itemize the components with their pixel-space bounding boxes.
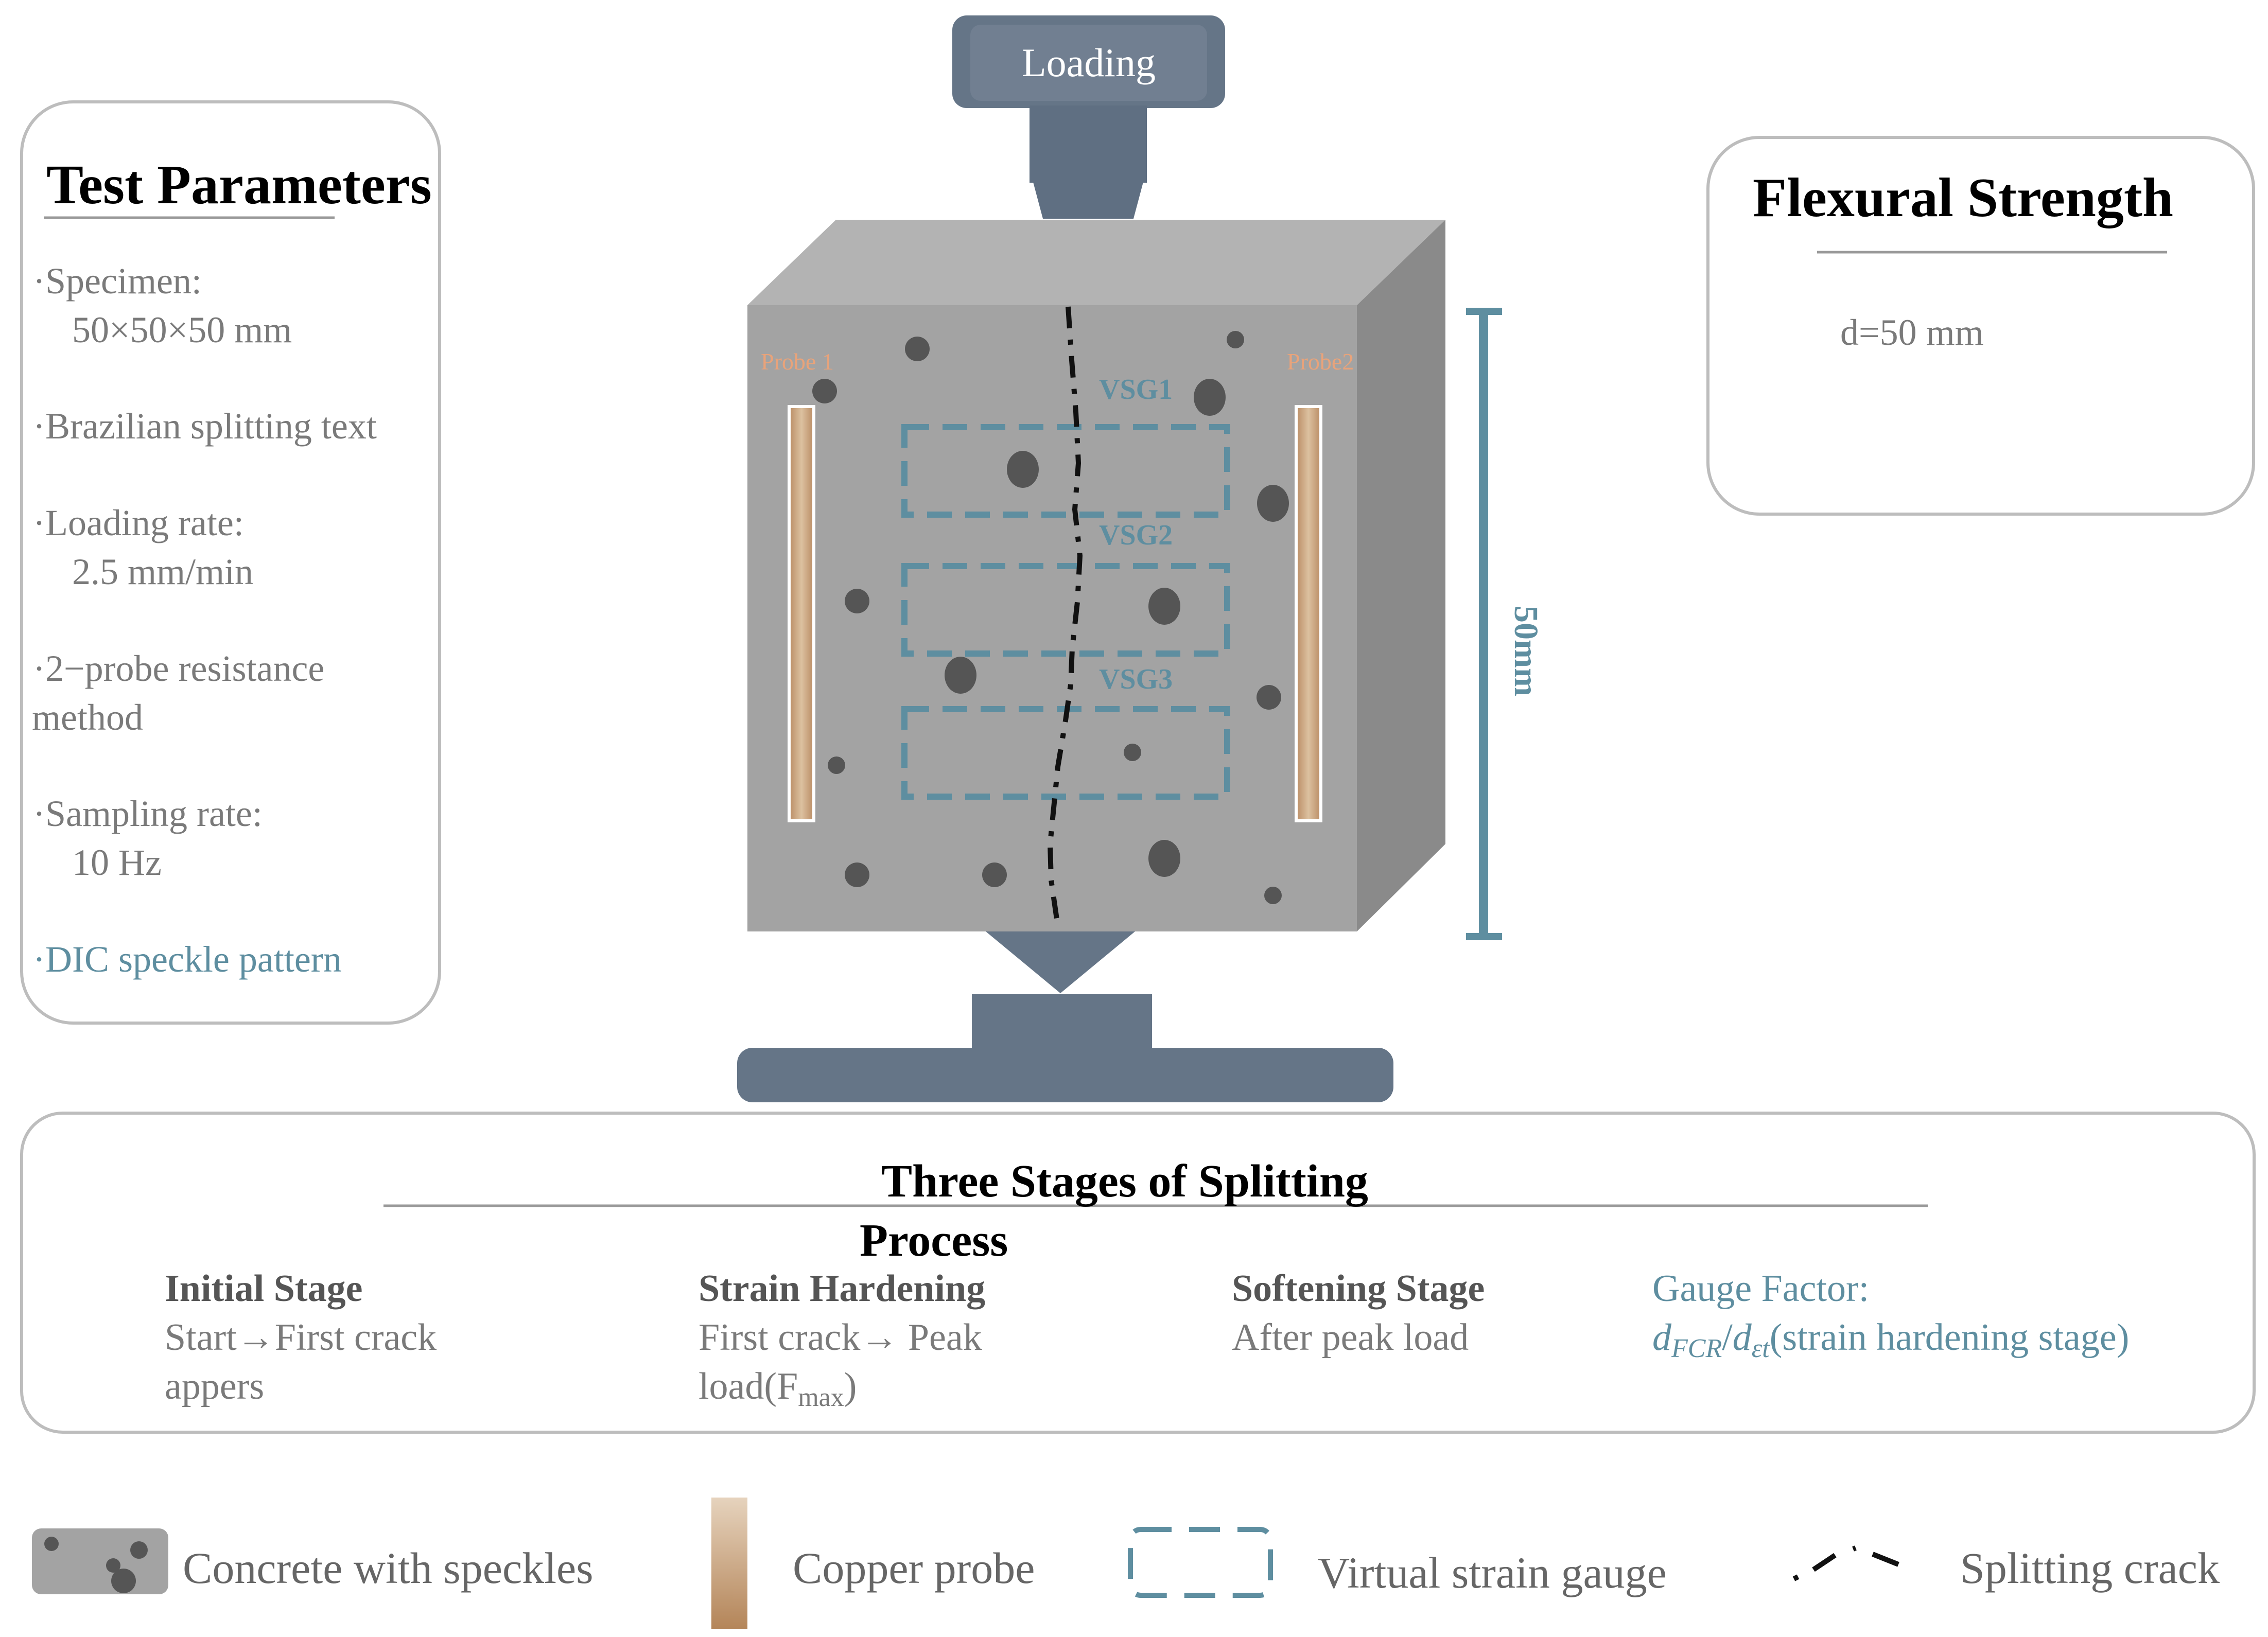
speckle — [1227, 331, 1244, 348]
support-base — [737, 931, 1393, 1102]
virtual-strain-gauges — [901, 424, 1230, 800]
softening-stage-line1: After peak load — [1232, 1316, 1469, 1359]
speckle — [1257, 485, 1289, 522]
speckle — [982, 862, 1007, 887]
legend-concrete-label: Concrete with speckles — [183, 1543, 594, 1593]
param-loading-rate: ·Loading rate: — [33, 502, 244, 543]
vsg1-label: VSG1 — [1099, 374, 1173, 406]
legend-vsg-swatch — [1128, 1527, 1273, 1598]
legend-copper-label: Copper probe — [793, 1543, 1035, 1593]
speckle — [845, 862, 869, 887]
speckles — [812, 331, 1289, 904]
speckle — [1257, 685, 1281, 710]
vsg3-label: VSG3 — [1099, 663, 1173, 695]
specimen-top-face — [747, 220, 1445, 305]
param-dic: ·DIC speckle pattern — [33, 939, 342, 980]
flexural-strength-panel: Flexural Strength d=50 mm — [1706, 136, 2255, 516]
legend: Concrete with speckles Copper probe Virt… — [32, 1498, 2220, 1629]
stages-title-line2: Process — [860, 1215, 1008, 1266]
speckle — [1124, 744, 1141, 761]
flexural-strength-value: d=50 mm — [1840, 312, 1984, 353]
vsg1-box — [901, 424, 1230, 518]
legend-concrete-swatch — [32, 1528, 168, 1594]
stages-title-line1: Three Stages of Splitting — [881, 1156, 1368, 1207]
vsg2-box — [901, 563, 1230, 657]
param-loading-rate-value: 2.5 mm/min — [72, 551, 253, 592]
vsg2-label: VSG2 — [1099, 519, 1173, 551]
initial-stage-line2: appers — [165, 1365, 264, 1407]
loading-label: Loading — [1022, 40, 1156, 85]
initial-stage-line1: Start→First crack — [165, 1316, 437, 1359]
param-specimen-value: 50×50×50 mm — [72, 309, 292, 350]
test-parameters-title: Test Parameters — [46, 154, 432, 216]
speckle — [1194, 379, 1226, 416]
strain-hardening-title: Strain Hardening — [699, 1268, 985, 1310]
speckle — [1148, 840, 1180, 877]
test-parameters-panel: Test Parameters ·Specimen: 50×50×50 mm ·… — [20, 100, 441, 1025]
strain-hardening-line1: First crack→ Peak — [699, 1316, 982, 1359]
probe-2-label: Probe2 — [1287, 348, 1354, 375]
strain-hardening-line2: load(Fmax) — [699, 1365, 857, 1412]
param-sampling-rate-value: 10 Hz — [72, 842, 162, 883]
three-stages-panel: Three Stages of Splitting Process Initia… — [20, 1112, 2256, 1434]
flexural-strength-title: Flexural Strength — [1753, 167, 2173, 228]
param-test-type: ·Brazilian splitting text — [33, 406, 377, 447]
param-specimen: ·Specimen: — [33, 260, 202, 302]
legend-copper-swatch — [711, 1498, 747, 1629]
legend-crack-swatch — [1792, 1545, 1899, 1581]
initial-stage-title: Initial Stage — [165, 1268, 362, 1310]
speckle — [945, 657, 976, 694]
speckle — [1264, 887, 1282, 904]
speckle — [1007, 451, 1039, 488]
dimension-label: 50mm — [1507, 606, 1545, 696]
concrete-specimen: Probe 1 Probe2 VSG1 VSG2 VSG3 — [747, 220, 1445, 931]
loading-head: Loading — [952, 15, 1225, 219]
gauge-factor-formula: dFCR/dεt(strain hardening stage) — [1652, 1316, 2129, 1363]
copper-probe-2 — [1295, 405, 1322, 822]
speckle — [905, 337, 930, 361]
dimension-indicator: 50mm — [1466, 308, 1545, 940]
param-sampling-rate: ·Sampling rate: — [33, 793, 263, 834]
speckle — [845, 589, 869, 613]
legend-crack-label: Splitting crack — [1960, 1543, 2220, 1593]
specimen-front-face — [747, 305, 1357, 931]
speckle — [1148, 588, 1180, 625]
param-method: ·2−probe resistance — [33, 648, 324, 689]
param-method-cont: method — [32, 697, 143, 738]
specimen-side-face — [1357, 220, 1445, 931]
legend-vsg-label: Virtual strain gauge — [1318, 1548, 1667, 1597]
speckle — [828, 756, 845, 774]
gauge-factor-title: Gauge Factor: — [1652, 1268, 1869, 1310]
speckle — [812, 379, 837, 403]
softening-stage-title: Softening Stage — [1232, 1268, 1485, 1310]
probe-1-label: Probe 1 — [761, 348, 834, 375]
copper-probe-1 — [788, 405, 815, 822]
